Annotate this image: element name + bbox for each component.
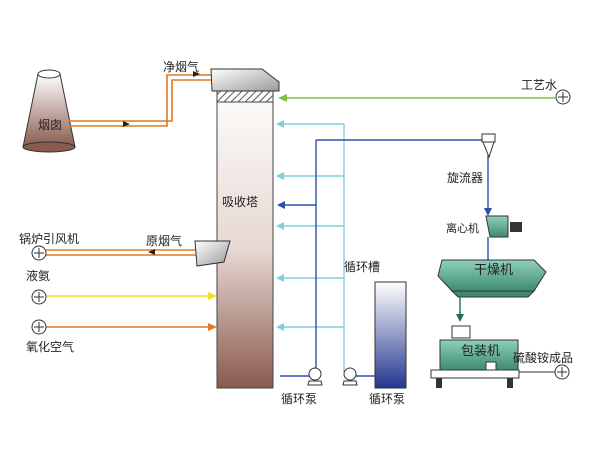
product-label: 硫酸铵成品 bbox=[513, 351, 574, 365]
fan-icon bbox=[31, 319, 47, 335]
spray-recirculation-lines bbox=[283, 123, 345, 372]
boiler-fan-label: 锅炉引风机 bbox=[19, 232, 80, 246]
dryer bbox=[437, 259, 547, 322]
oxidation-air-label: 氧化空气 bbox=[26, 340, 75, 354]
dryer-label: 干燥机 bbox=[474, 263, 514, 278]
circulation-line bbox=[285, 139, 489, 370]
centrifuge-label: 离心机 bbox=[446, 222, 479, 235]
arrow-icon bbox=[276, 120, 284, 331]
clean-flue-gas-label: 净烟气 bbox=[163, 60, 200, 74]
clean-flue-gas-line bbox=[68, 74, 213, 127]
circulation-tank-label: 循环槽 bbox=[344, 260, 381, 274]
pump-2-label: 循环泵 bbox=[369, 392, 406, 406]
packing-machine-label: 包装机 bbox=[461, 344, 501, 359]
raw-flue-gas-label: 原烟气 bbox=[146, 234, 183, 248]
pump-1-label: 循环泵 bbox=[281, 392, 318, 406]
chimney bbox=[22, 69, 76, 153]
centrifuge bbox=[484, 215, 522, 268]
fan-icon bbox=[31, 289, 47, 305]
fan-icon bbox=[554, 364, 570, 380]
raw-flue-gas-inlet bbox=[194, 240, 231, 267]
fan-icon bbox=[555, 89, 571, 105]
arrow-icon bbox=[123, 71, 200, 127]
raw-flue-gas-line bbox=[46, 249, 196, 256]
ammonia-label: 液氨 bbox=[26, 269, 51, 283]
cyclone bbox=[481, 133, 496, 159]
fan-icon bbox=[31, 245, 47, 261]
ammonia-line bbox=[46, 292, 217, 300]
arrow-icon bbox=[148, 249, 155, 255]
pump-icon bbox=[280, 367, 323, 386]
circulation-tank bbox=[374, 281, 407, 389]
oxidation-air-line bbox=[46, 323, 217, 331]
packing-machine bbox=[430, 325, 555, 388]
cyclone-label: 旋流器 bbox=[447, 171, 484, 185]
absorption-tower bbox=[210, 68, 280, 389]
absorption-tower-label: 吸收塔 bbox=[222, 195, 259, 209]
arrow-icon bbox=[277, 201, 492, 216]
process-water-label: 工艺水 bbox=[521, 78, 558, 92]
pump-icon bbox=[342, 367, 380, 386]
chimney-label: 烟囱 bbox=[38, 118, 63, 132]
process-water-line bbox=[278, 94, 555, 102]
